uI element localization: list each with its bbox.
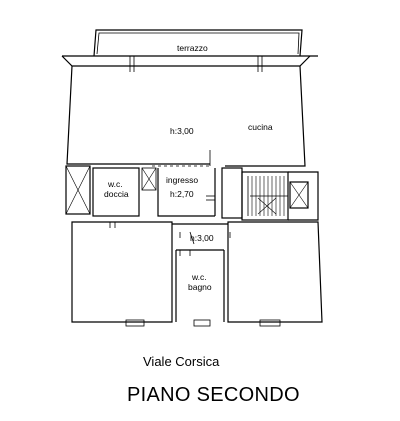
entrance-label: ingresso <box>166 175 198 185</box>
hall-height: h:3,00 <box>190 233 214 243</box>
entrance-height: h:2,70 <box>170 189 194 199</box>
main-room-height: h:3,00 <box>170 126 194 136</box>
wc-shower-label: w.c. <box>107 179 123 189</box>
terrace <box>62 29 318 57</box>
left-middle-walls <box>65 165 157 217</box>
ingresso-walls <box>157 168 216 217</box>
floor-title: PIANO SECONDO <box>127 384 300 406</box>
wc-shower-sublabel: doccia <box>104 189 129 199</box>
lower-rooms-walls <box>71 221 323 327</box>
wc-bath-label: w.c. <box>191 272 207 282</box>
kitchen-label: cucina <box>248 122 273 132</box>
main-room-walls <box>61 55 311 167</box>
wc-bath-sublabel: bagno <box>188 282 212 292</box>
terrace-label: terrazzo <box>177 43 208 53</box>
staircase <box>221 167 319 221</box>
street-name: Viale Corsica <box>143 354 220 369</box>
